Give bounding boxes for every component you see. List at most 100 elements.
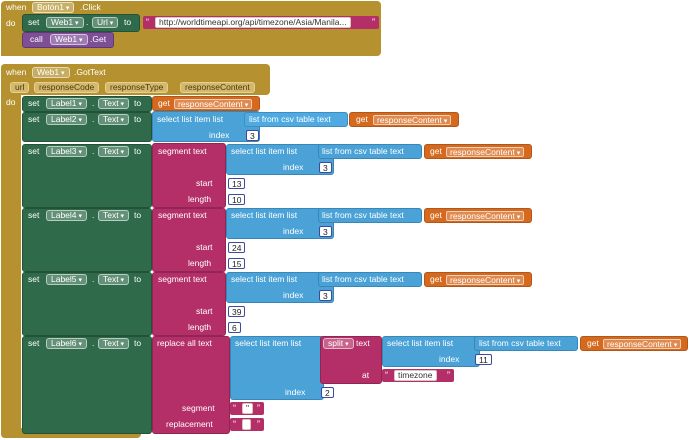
set-label4-block[interactable] (22, 208, 152, 272)
replace-all-text-block[interactable] (152, 336, 230, 434)
get-var-dropdown[interactable]: responseContent (446, 211, 525, 221)
set-dot: . (92, 98, 95, 108)
length-number[interactable]: 15 (228, 258, 246, 269)
gottext-event-name: .GotText (74, 67, 106, 77)
call-keyword: call (30, 34, 43, 44)
label2-text-dropdown[interactable]: Text (98, 114, 130, 125)
label3-text-dropdown[interactable]: Text (98, 146, 130, 157)
select-list-item-block[interactable] (226, 144, 334, 175)
param-url[interactable]: url (10, 82, 30, 93)
select-list-item-block[interactable] (230, 336, 324, 400)
set-label1-block[interactable] (22, 96, 152, 112)
index-number[interactable]: 2 (321, 387, 334, 398)
segment-text-block[interactable] (152, 143, 226, 208)
length-number[interactable]: 6 (228, 322, 241, 333)
list-from-csv-block[interactable] (318, 144, 422, 159)
set-keyword: set (28, 17, 40, 27)
select-list-item-label: select list item list (231, 210, 298, 220)
call-method-name: .Get (90, 34, 107, 44)
select-list-item-block[interactable] (152, 111, 260, 142)
list-from-csv-label: list from csv table text (479, 338, 561, 348)
label2-dropdown[interactable]: Label2 (46, 114, 87, 125)
set-dot: . (92, 210, 95, 220)
at-string-block[interactable]: “ timezone ” (382, 369, 454, 382)
get-keyword: get (158, 98, 170, 108)
replacement-string-block[interactable]: “ ” (230, 418, 264, 431)
quote-open: “ (233, 419, 236, 429)
click-component-dropdown[interactable]: Botón1 (32, 2, 75, 13)
url-string-field[interactable]: http://worldtimeapi.org/api/timezone/Asi… (155, 17, 351, 28)
length-label: length (188, 194, 212, 204)
at-label: at (362, 370, 370, 380)
set-to-keyword: to (134, 146, 142, 156)
split-text-label: text (356, 338, 370, 348)
index-label: index (285, 387, 306, 397)
set-keyword: set (28, 98, 40, 108)
select-list-item-block[interactable] (226, 208, 334, 239)
select-list-item-label: select list item list (231, 274, 298, 284)
list-from-csv-label: list from csv table text (322, 274, 404, 284)
index-number[interactable]: 3 (246, 130, 259, 141)
select-list-item-block[interactable] (226, 272, 334, 303)
set-label5-block[interactable] (22, 272, 152, 336)
set-property-dropdown[interactable]: Url (92, 17, 119, 28)
set-component-dropdown[interactable]: Web1 (46, 17, 84, 28)
get-var-dropdown[interactable]: responseContent (446, 275, 525, 285)
list-from-csv-block[interactable] (474, 336, 578, 351)
gottext-component-dropdown[interactable]: Web1 (32, 67, 70, 78)
select-list-item-label: select list item list (231, 146, 298, 156)
index-number[interactable]: 3 (319, 290, 332, 301)
index-number[interactable]: 11 (475, 354, 492, 365)
get-var-dropdown[interactable]: responseContent (174, 99, 253, 109)
set-dot: . (92, 274, 95, 284)
index-number[interactable]: 3 (319, 226, 332, 237)
label5-dropdown[interactable]: Label5 (46, 274, 87, 285)
param-responsecode[interactable]: responseCode (34, 82, 100, 93)
url-string-block[interactable]: “ http://worldtimeapi.org/api/timezone/A… (143, 16, 379, 29)
start-number[interactable]: 39 (228, 306, 246, 317)
param-responsecontent[interactable]: responseContent (180, 82, 255, 93)
segment-text-block[interactable] (152, 208, 226, 272)
list-from-csv-label: list from csv table text (322, 210, 404, 220)
get-var-dropdown[interactable]: responseContent (373, 115, 452, 125)
index-number[interactable]: 3 (319, 162, 332, 173)
label1-text-dropdown[interactable]: Text (98, 98, 130, 109)
start-number[interactable]: 13 (228, 178, 246, 189)
select-list-item-block-inner[interactable] (382, 336, 480, 367)
length-number[interactable]: 10 (228, 194, 246, 205)
set-to-keyword: to (134, 210, 142, 220)
quote-open: “ (146, 17, 149, 27)
get-keyword: get (430, 146, 442, 156)
set-label6-block[interactable] (22, 336, 152, 434)
get-var-dropdown[interactable]: responseContent (603, 339, 682, 349)
label4-dropdown[interactable]: Label4 (46, 210, 87, 221)
quote-close: ” (447, 370, 450, 380)
list-from-csv-block[interactable] (244, 112, 348, 127)
label5-text-dropdown[interactable]: Text (98, 274, 130, 285)
segment-string-field[interactable]: " (242, 403, 254, 414)
set-dot: . (86, 17, 89, 27)
label6-dropdown[interactable]: Label6 (46, 338, 87, 349)
select-list-item-label: select list item list (157, 114, 224, 124)
split-dropdown[interactable]: split (323, 338, 354, 349)
label1-dropdown[interactable]: Label1 (46, 98, 87, 109)
segment-text-block[interactable] (152, 272, 226, 336)
gottext-when-label: when (6, 67, 27, 77)
set-label3-block[interactable] (22, 144, 152, 208)
index-label: index (209, 130, 230, 140)
param-responsetype[interactable]: responseType (105, 82, 169, 93)
call-component-dropdown[interactable]: Web1 (50, 34, 88, 45)
list-from-csv-block[interactable] (318, 272, 422, 287)
label3-dropdown[interactable]: Label3 (46, 146, 87, 157)
set-label2-block[interactable] (22, 112, 152, 142)
label6-text-dropdown[interactable]: Text (98, 338, 130, 349)
segment-string-block[interactable]: “ " ” (230, 402, 264, 415)
start-number[interactable]: 24 (228, 242, 246, 253)
get-var-dropdown[interactable]: responseContent (446, 147, 525, 157)
set-to-keyword: to (124, 17, 132, 27)
label4-text-dropdown[interactable]: Text (98, 210, 130, 221)
quote-open: “ (385, 370, 388, 380)
replacement-string-field[interactable] (242, 419, 251, 430)
list-from-csv-block[interactable] (318, 208, 422, 223)
at-string-field[interactable]: timezone (394, 370, 437, 381)
